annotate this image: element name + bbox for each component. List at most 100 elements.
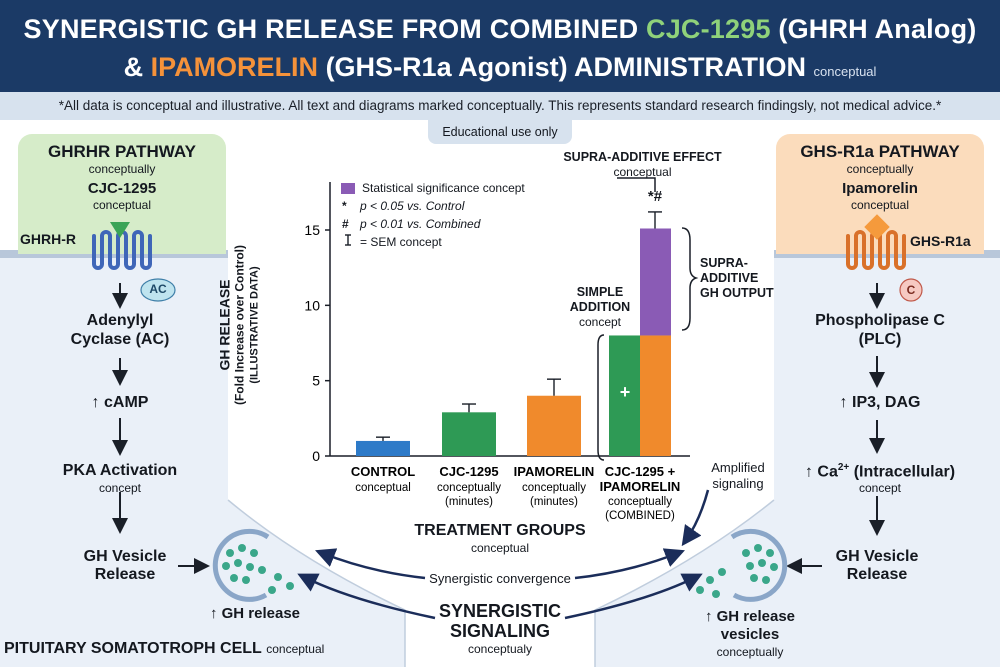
title-cjc: CJC-1295 xyxy=(646,14,771,44)
x-axis-sub: conceptual xyxy=(470,541,530,555)
right-pathway-arrows xyxy=(786,283,885,574)
category-label: CONTROL xyxy=(351,464,415,479)
y-tick-label: 0 xyxy=(312,448,320,464)
bar-combined-cjc xyxy=(609,335,640,456)
legend-p01: #p < 0.01 vs. Combined xyxy=(342,217,481,231)
right-vesicle-icon xyxy=(696,528,788,602)
simple-addition-sub: concept xyxy=(578,315,622,329)
category-sub-label: (minutes) xyxy=(445,496,493,508)
supra-output-1: SUPRA- xyxy=(700,256,748,270)
gh-vesicle-left-2: Release xyxy=(94,566,156,583)
chart-labels: 051015CONTROLconceptualCJC-1295conceptua… xyxy=(304,222,680,522)
title-line-1: SYNERGISTIC GH RELEASE FROM COMBINED CJC… xyxy=(23,14,977,44)
y-tick-label: 5 xyxy=(312,373,320,389)
bar-control xyxy=(356,440,410,456)
adenylyl-label-2: Cyclase (AC) xyxy=(70,331,170,348)
cjc-drug-sub: conceptual xyxy=(92,198,152,212)
chart: 051015CONTROLconceptualCJC-1295conceptua… xyxy=(304,177,699,522)
amplified-label-1: Amplified xyxy=(711,460,765,475)
category-sub-label: conceptually xyxy=(522,482,586,494)
category-label: IPAMORELIN xyxy=(600,479,681,494)
supra-output-bracket xyxy=(681,227,699,331)
gh-vesicle-right-2: Release xyxy=(846,566,908,583)
title-ipamorelin: IPAMORELIN xyxy=(150,52,319,82)
ghrh-receptor-label: GHRH-R xyxy=(20,231,76,247)
category-label: CJC-1295 xyxy=(439,464,498,479)
cell-label: PITUITARY SOMATOTROPH CELL conceptual xyxy=(4,640,325,657)
plc-label-2: (PLC) xyxy=(858,331,902,348)
synergistic-sub: conceptualy xyxy=(467,642,533,656)
gh-release-left: ↑ GH release xyxy=(209,605,301,622)
simple-addition-1: SIMPLE xyxy=(576,285,624,299)
educational-badge: Educational use only xyxy=(428,120,572,144)
supra-effect-pointer xyxy=(617,177,656,192)
left-vesicle-icon xyxy=(212,528,294,602)
y-tick-label: 15 xyxy=(304,222,320,238)
adenylyl-label-1: Adenylyl xyxy=(86,312,154,329)
supra-effect-title: SUPRA-ADDITIVE EFFECT xyxy=(563,150,722,164)
supra-effect-sub: conceptual xyxy=(613,165,672,179)
category-sub-label: conceptual xyxy=(355,482,411,494)
legend-sem: = SEM concept xyxy=(360,235,442,249)
bar-cjc-1295 xyxy=(442,412,496,456)
ip3-label: ↑ IP3, DAG xyxy=(839,394,921,411)
ghsr-pathway-title: GHS-R1a PATHWAY xyxy=(800,142,960,161)
calcium-label: ↑ Ca2+ (Intracellular) xyxy=(804,462,956,481)
gh-vesicle-right-1: GH Vesicle xyxy=(835,548,919,565)
legend-sem-icon xyxy=(345,234,351,246)
x-axis-title: TREATMENT GROUPS xyxy=(414,522,586,539)
plus-mark: + xyxy=(619,382,631,402)
supra-output-2: ADDITIVE xyxy=(700,271,759,285)
gh-vesicle-left-1: GH Vesicle xyxy=(83,548,167,565)
ac-badge xyxy=(140,278,176,302)
gh-release-right-sub: conceptually xyxy=(716,645,784,659)
camp-label: ↑ cAMP xyxy=(91,394,149,411)
c-badge-label: C xyxy=(906,283,916,297)
synergistic-label-2: SIGNALING xyxy=(449,621,550,641)
ghrh-receptor-icon xyxy=(92,222,152,270)
cell-membrane-left xyxy=(0,250,228,258)
category-label: CJC-1295 + xyxy=(605,464,676,479)
synergistic-convergence-label: Synergistic convergence xyxy=(429,571,571,586)
convergence-funnel xyxy=(228,500,774,667)
chart-bars xyxy=(356,211,671,456)
category-sub-label: conceptually xyxy=(437,482,501,494)
bar-combined-ipamorelin xyxy=(640,335,671,456)
calcium-sub: concept xyxy=(858,481,902,495)
ghrhr-pathway-title: GHRHR PATHWAY xyxy=(48,142,196,161)
ghrhr-pathway-sub: conceptually xyxy=(88,162,156,176)
ipamorelin-drug-label: Ipamorelin xyxy=(842,180,918,197)
simple-addition-2: ADDITION xyxy=(569,300,631,314)
ipamorelin-ligand-icon xyxy=(864,214,890,240)
gh-release-right-2: vesicles xyxy=(720,626,780,643)
gh-release-right-1: ↑ GH release xyxy=(704,608,796,625)
ghsr-receptor-icon xyxy=(846,214,906,270)
category-sub-label: (minutes) xyxy=(530,496,578,508)
pka-sub: concept xyxy=(98,481,142,495)
category-sub-label: conceptually xyxy=(608,496,672,508)
ghsr-pathway-sub: conceptually xyxy=(846,162,914,176)
cjc-drug-label: CJC-1295 xyxy=(87,180,157,197)
synergistic-label-1: SYNERGISTIC xyxy=(438,601,562,621)
amplified-label-2: signaling xyxy=(712,476,764,491)
legend-swatch-significance xyxy=(341,183,355,194)
legend-p05: *p < 0.05 vs. Control xyxy=(342,199,465,213)
title-banner: SYNERGISTIC GH RELEASE FROM COMBINED CJC… xyxy=(0,0,1000,92)
title-line-2: & IPAMORELIN (GHS-R1a Agonist) ADMINISTR… xyxy=(123,52,877,82)
left-pathway-arrows xyxy=(112,283,210,574)
ac-badge-label: AC xyxy=(149,282,167,296)
category-sub-label: (COMBINED) xyxy=(605,510,675,522)
ipamorelin-drug-sub: conceptual xyxy=(850,198,910,212)
simple-addition-bracket xyxy=(597,334,605,461)
bar-combined-supra xyxy=(640,228,671,336)
pka-label: PKA Activation xyxy=(62,462,178,479)
c-badge xyxy=(899,278,923,302)
convergence-arrows xyxy=(297,489,710,620)
plc-label-1: Phospholipase C xyxy=(815,312,945,329)
ghsr-receptor-label: GHS-R1a xyxy=(910,233,971,249)
bar-ipamorelin xyxy=(527,395,581,456)
category-label: IPAMORELIN xyxy=(514,464,595,479)
supra-output-3: GH OUTPUT xyxy=(700,286,774,300)
significance-mark: *# xyxy=(647,188,663,205)
